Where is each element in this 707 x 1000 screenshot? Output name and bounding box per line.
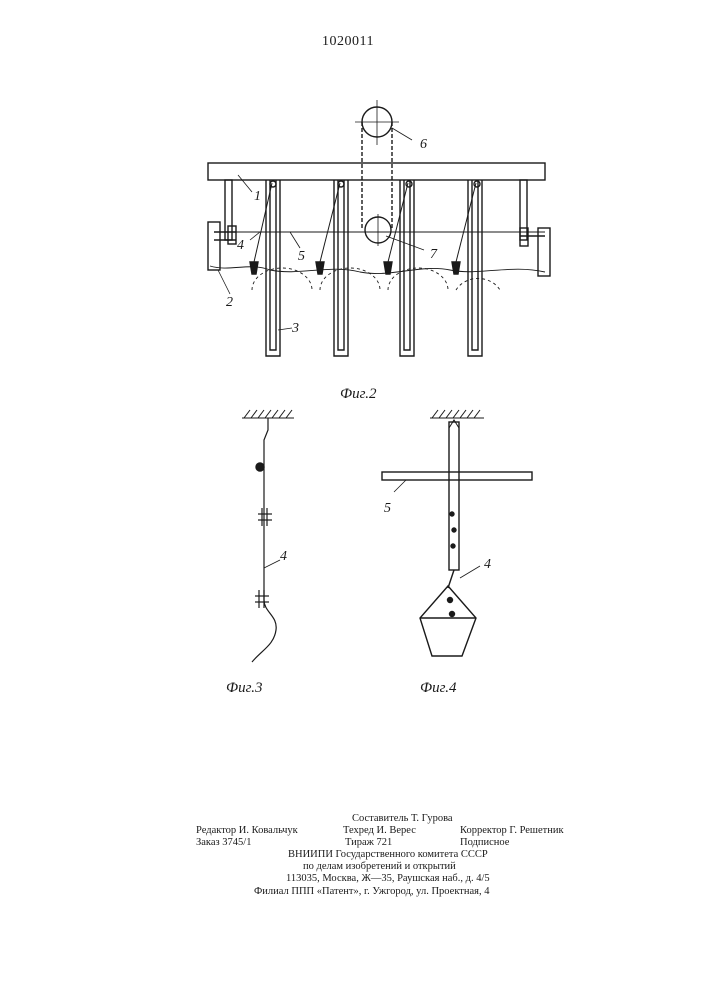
fig2-label-5: 5 <box>298 249 305 264</box>
fig3-caption: Фиг.3 <box>226 680 262 696</box>
address-line: 113035, Москва, Ж—35, Раушская наб., д. … <box>286 873 490 885</box>
fig4-hanger-cap <box>449 420 459 428</box>
fig4-drawing <box>382 410 532 656</box>
driven-pulley <box>365 214 391 246</box>
left-wheel <box>208 180 236 270</box>
right-wheel <box>520 180 550 276</box>
fig3-label-4: 4 <box>280 549 287 564</box>
fig2-label-7: 7 <box>430 247 438 262</box>
fig4-leaders <box>394 480 480 578</box>
fig2-label-1: 1 <box>254 189 261 204</box>
soil-line <box>210 266 545 274</box>
fig4-holes <box>450 512 456 548</box>
fig3-ceiling-hatch <box>242 410 294 418</box>
frame-beam <box>208 163 545 180</box>
fig3-leader <box>264 560 280 568</box>
fig4-label-4: 4 <box>484 557 491 572</box>
circulation-line: Тираж 721 <box>345 837 392 849</box>
fig4-caption: Фиг.4 <box>420 680 457 696</box>
subscription-line: Подписное <box>460 837 509 849</box>
org-line-2: по делам изобретений и открытий <box>303 861 456 873</box>
fig3-drawing <box>242 410 294 662</box>
fig4-weight-dots <box>448 598 455 617</box>
fig4-stem <box>448 570 454 588</box>
corrector-line: Корректор Г. Решетник <box>460 825 564 837</box>
fig2-label-3: 3 <box>291 321 299 336</box>
order-line: Заказ 3745/1 <box>196 837 251 849</box>
fig2-caption: Фиг.2 <box>340 386 377 402</box>
fig4-label-5: 5 <box>384 501 391 516</box>
flexible-links <box>254 183 476 262</box>
org-line-1: ВНИИПИ Государственного комитета СССР <box>288 849 488 861</box>
fig4-ceiling-hatch <box>430 410 484 418</box>
fig2-label-4: 4 <box>237 238 244 253</box>
branch-line: Филиал ППП «Патент», г. Ужгород, ул. Про… <box>254 886 489 898</box>
fig3-cord <box>252 418 276 662</box>
fig2-label-2: 2 <box>226 295 233 310</box>
fig4-bar <box>382 472 532 480</box>
fig3-knot <box>256 463 264 471</box>
editor-line: Редактор И. Ковальчук <box>196 825 298 837</box>
fig4-weight <box>420 586 476 656</box>
link-pivots <box>270 181 480 187</box>
compiler-line: Составитель Т. Гурова <box>352 813 453 825</box>
fig2-drawing <box>208 100 550 356</box>
techred-line: Техред И. Верес <box>343 825 416 837</box>
fig2-label-6: 6 <box>420 137 427 152</box>
link-weights <box>250 262 460 274</box>
leader-lines <box>218 128 424 330</box>
